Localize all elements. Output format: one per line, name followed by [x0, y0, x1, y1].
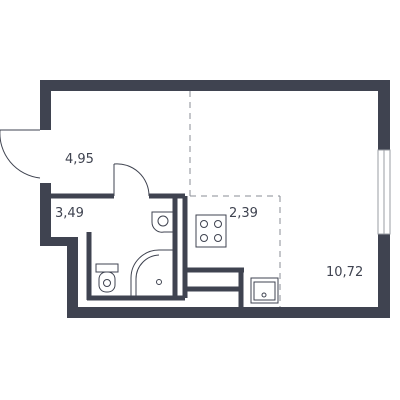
room-area-living: 10,72: [326, 265, 363, 280]
wall-left-bottom: [67, 237, 78, 318]
toilet-icon: [95, 263, 119, 293]
room-area-kitchen: 2,39: [229, 206, 258, 221]
bathroom-door-icon: [113, 163, 150, 197]
wall-right-upper: [378, 80, 390, 150]
wall-left-lower: [40, 183, 51, 246]
door-swing-icon: [0, 129, 41, 179]
kitchen-counter-walls: [187, 267, 244, 307]
kitchen-sink-icon: [250, 277, 279, 304]
shower-icon: [130, 249, 174, 297]
wall-left-upper: [40, 80, 51, 130]
sink-icon: [151, 211, 175, 233]
wall-bottom: [67, 307, 390, 318]
room-area-bathroom: 3,49: [55, 206, 84, 221]
outer-walls: [40, 80, 390, 318]
zone-dividers: [189, 91, 281, 307]
stove-icon: [195, 214, 227, 248]
wall-bottom-left-step: [40, 237, 78, 246]
wall-top: [40, 80, 390, 91]
wall-right-lower: [378, 234, 390, 318]
window-icon: [377, 149, 391, 235]
room-area-hall: 4,95: [65, 152, 94, 167]
bathroom-walls: [51, 193, 188, 301]
